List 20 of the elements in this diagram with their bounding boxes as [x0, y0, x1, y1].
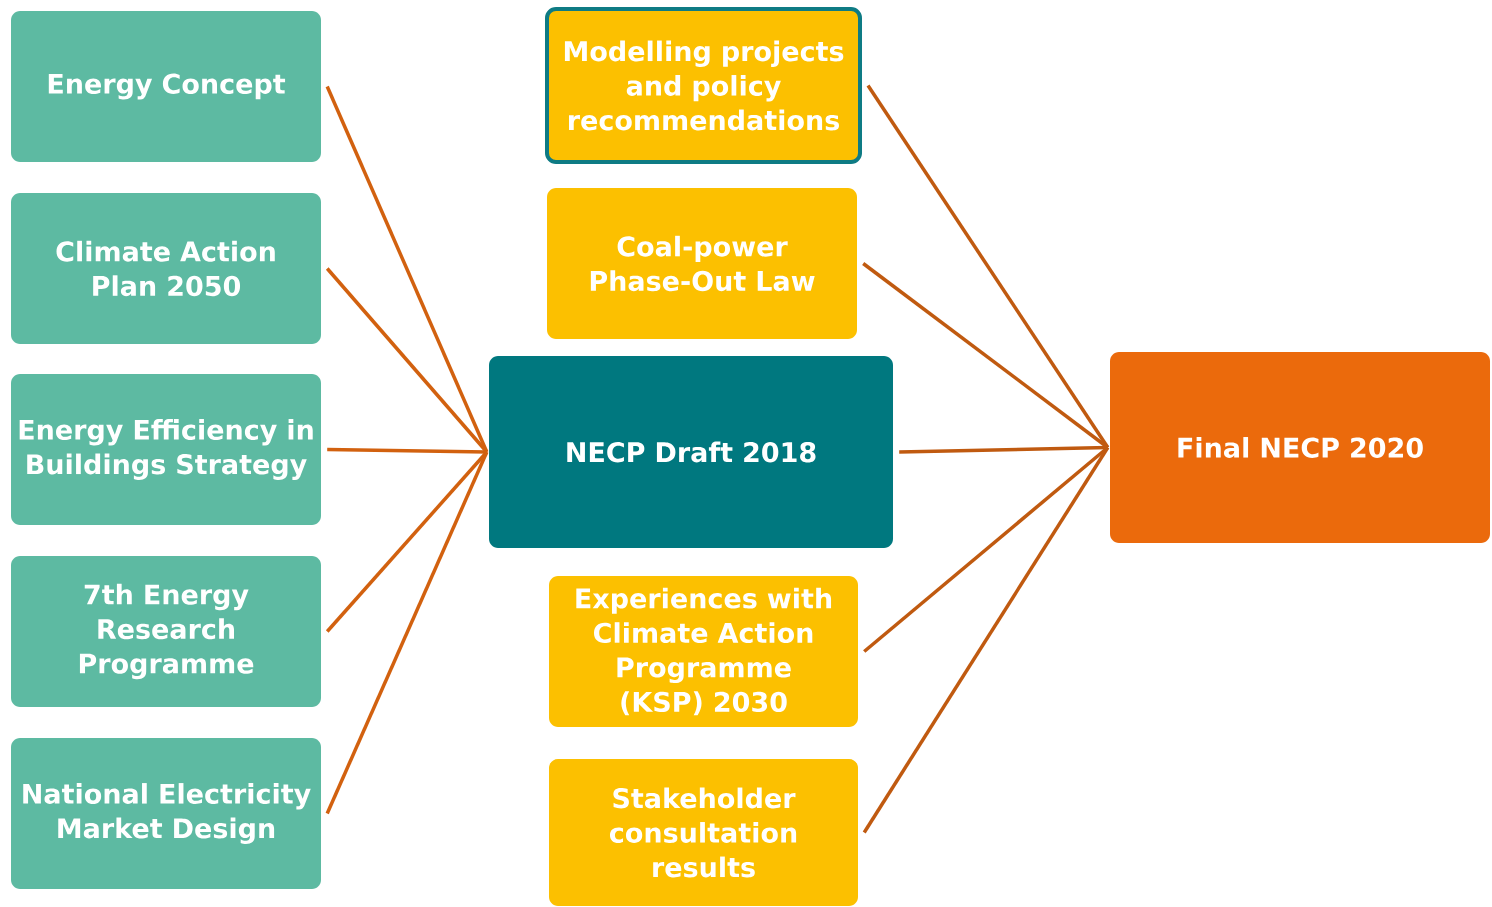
- input-box: Modelling projects and policy recommendations: [545, 7, 862, 164]
- connector-line: [862, 446, 1110, 834]
- connector-line: [325, 85, 489, 453]
- connector-line: [325, 451, 489, 815]
- strategy-box: Energy Efficiency in Buildings Strategy: [11, 374, 321, 525]
- connector-line: [862, 262, 1109, 449]
- connector-line: [863, 446, 1109, 653]
- connector-line: [327, 447, 487, 454]
- final-box: Final NECP 2020: [1110, 352, 1490, 543]
- connector-line: [325, 267, 489, 454]
- input-box: Stakeholder consultation results: [549, 759, 858, 906]
- strategy-box: National Electricity Market Design: [11, 738, 321, 889]
- input-box: Coal-power Phase-Out Law: [547, 188, 857, 339]
- strategy-box: Energy Concept: [11, 11, 321, 162]
- draft-box: NECP Draft 2018: [489, 356, 893, 548]
- input-box: Experiences with Climate Action Programme (KSP) 2030: [549, 576, 858, 727]
- connector-line: [899, 445, 1108, 454]
- strategy-box: Climate Action Plan 2050: [11, 193, 321, 344]
- connector-line: [866, 84, 1110, 449]
- strategy-box: 7th Energy Research Programme: [11, 556, 321, 707]
